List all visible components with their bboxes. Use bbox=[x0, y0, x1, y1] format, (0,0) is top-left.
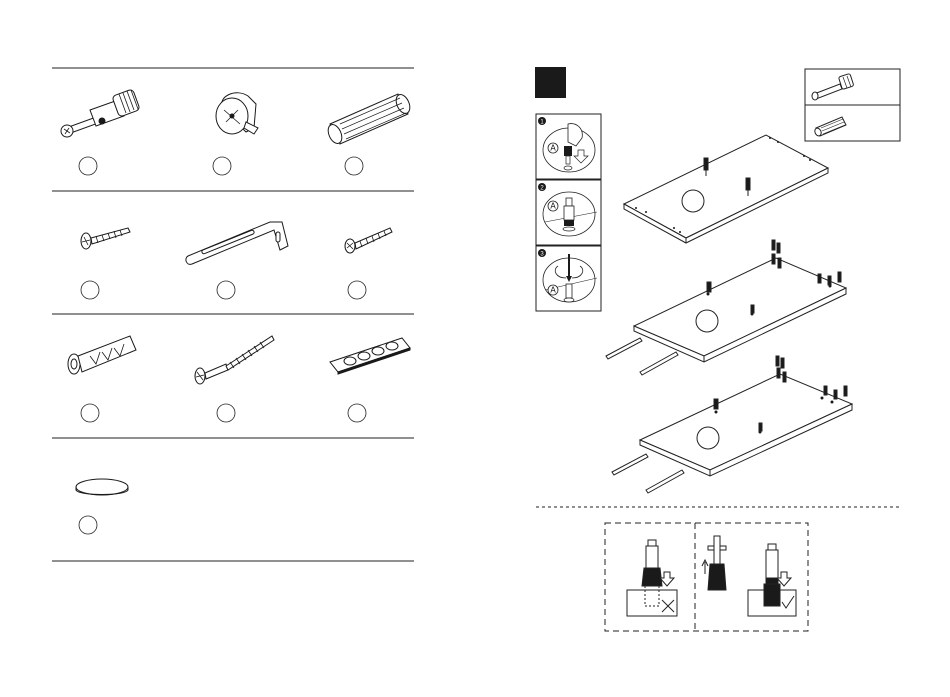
part-circle-9 bbox=[348, 404, 366, 422]
part-circle-3 bbox=[345, 157, 363, 175]
parts-page bbox=[0, 0, 475, 697]
wooden-dowel-icon bbox=[325, 92, 412, 145]
part-circle-5 bbox=[217, 281, 235, 299]
assembly-illustration: 1 A 2 A 3 bbox=[475, 0, 950, 697]
part-circle-2 bbox=[213, 157, 231, 175]
round-felt-pad-icon bbox=[76, 479, 128, 495]
panel-middle bbox=[606, 240, 846, 375]
part-circle-8 bbox=[217, 404, 235, 422]
correct-incorrect-detail bbox=[605, 523, 808, 631]
wall-screw-icon bbox=[195, 336, 274, 384]
panel-top bbox=[624, 135, 828, 243]
step-number-box bbox=[535, 67, 566, 98]
detail-label: A bbox=[550, 144, 556, 153]
part-circle-4 bbox=[81, 281, 99, 299]
incorrect-example bbox=[627, 540, 677, 616]
part-circle-7 bbox=[81, 404, 99, 422]
part-circle-6 bbox=[348, 281, 366, 299]
detail-label: A bbox=[550, 202, 556, 211]
cam-lock-icon bbox=[216, 93, 258, 134]
assembly-page: 1 A 2 A 3 bbox=[475, 0, 950, 697]
wall-plug-icon bbox=[68, 336, 136, 374]
felt-pad-sheet-icon bbox=[330, 338, 410, 374]
l-bracket-icon bbox=[186, 222, 288, 264]
correct-example bbox=[748, 544, 796, 616]
panel-bottom bbox=[612, 356, 852, 493]
cam-bolt-icon bbox=[61, 89, 140, 137]
parts-used-box bbox=[805, 69, 900, 141]
parts-grid bbox=[0, 0, 475, 697]
detail-label: A bbox=[550, 286, 556, 295]
cam-bolt-removal bbox=[702, 536, 726, 590]
part-circle-10 bbox=[79, 516, 97, 534]
part-circle-1 bbox=[79, 157, 97, 175]
short-screw-icon bbox=[81, 228, 130, 249]
long-screw-icon bbox=[345, 228, 392, 253]
